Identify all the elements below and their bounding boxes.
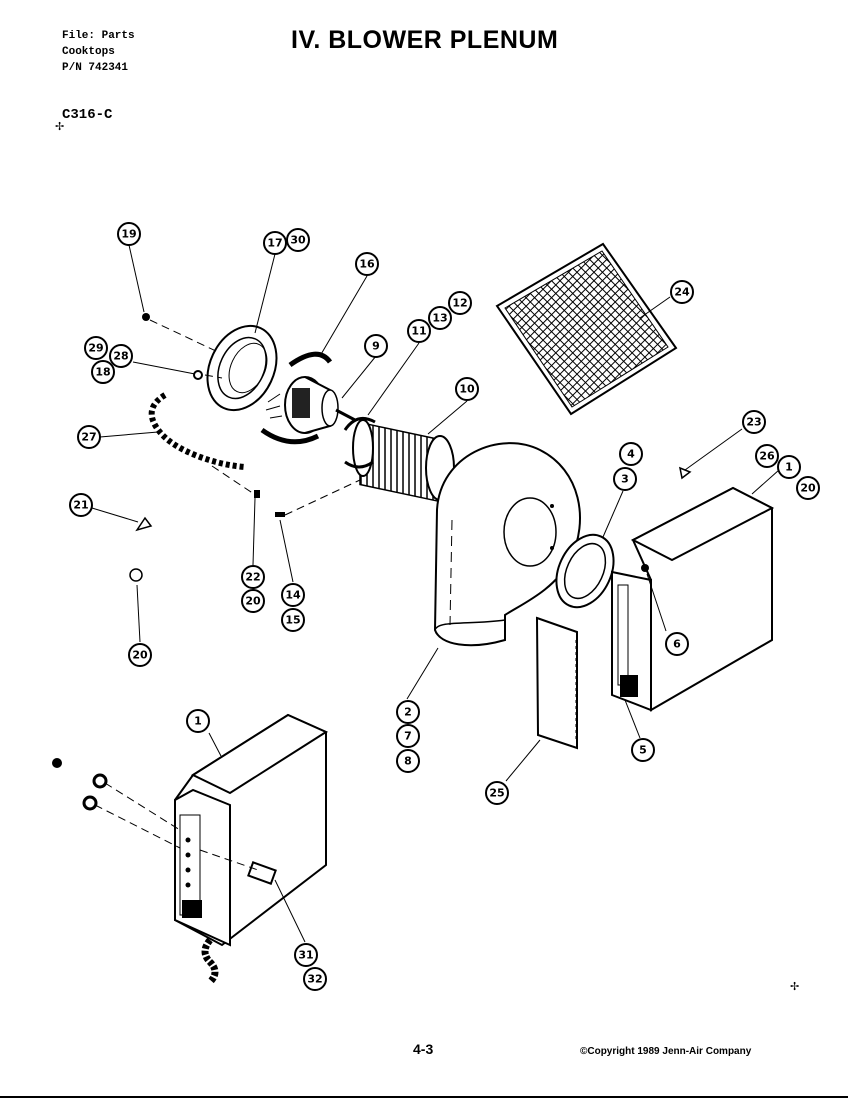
blower-housing [433, 442, 581, 647]
bottom-rule [0, 1096, 848, 1098]
callout-32: 32 [303, 967, 327, 991]
blower-motor [265, 376, 356, 434]
svg-text:6: 6 [673, 638, 681, 651]
svg-text:4: 4 [627, 448, 635, 461]
callout-22: 22 [241, 565, 265, 589]
svg-text:30: 30 [290, 234, 306, 247]
callout-27: 27 [77, 425, 101, 449]
category-line: Cooktops [62, 46, 115, 58]
svg-text:1: 1 [785, 461, 793, 474]
svg-text:8: 8 [404, 755, 412, 768]
svg-text:16: 16 [359, 258, 375, 271]
duct-box-left [174, 713, 329, 985]
callout-16: 16 [355, 252, 379, 276]
svg-text:1: 1 [194, 715, 202, 728]
svg-text:17: 17 [267, 237, 282, 250]
svg-text:28: 28 [113, 350, 128, 363]
callout-18: 18 [91, 360, 115, 384]
callout-13: 13 [428, 306, 452, 330]
document-header: File: Parts Cooktops P/N 742341 [62, 28, 135, 76]
callout-31: 31 [294, 943, 318, 967]
duct-box-right [611, 486, 775, 712]
svg-text:5: 5 [639, 744, 647, 757]
svg-text:7: 7 [404, 730, 412, 743]
svg-text:20: 20 [800, 482, 816, 495]
callout-21: 21 [69, 493, 93, 517]
callout-15: 15 [281, 608, 305, 632]
callout-12: 12 [448, 291, 472, 315]
svg-text:31: 31 [298, 949, 313, 962]
callout-23: 23 [742, 410, 766, 434]
svg-text:15: 15 [285, 614, 300, 627]
callout-20: 20 [128, 643, 152, 667]
svg-text:14: 14 [285, 589, 301, 602]
callout-7: 7 [396, 724, 420, 748]
callout-20: 20 [796, 476, 820, 500]
svg-text:11: 11 [411, 325, 426, 338]
callout-28: 28 [109, 344, 133, 368]
star-mark-icon: ✢ [55, 121, 65, 133]
gasket-ring [555, 533, 615, 609]
part-number-line: P/N 742341 [62, 62, 129, 74]
callout-17: 17 [263, 231, 287, 255]
callout-1: 1 [186, 709, 210, 733]
callout-10: 10 [455, 377, 479, 401]
svg-text:19: 19 [121, 228, 136, 241]
svg-text:24: 24 [674, 286, 690, 299]
callout-26: 26 [755, 444, 779, 468]
page-number: 4-3 [413, 1041, 434, 1057]
outlet-ring [206, 324, 278, 412]
blower-wheel [343, 416, 455, 503]
svg-text:20: 20 [132, 649, 148, 662]
svg-text:9: 9 [372, 340, 380, 353]
wire-harness [148, 392, 246, 470]
callout-14: 14 [281, 583, 305, 607]
page-title: IV. BLOWER PLENUM [291, 26, 559, 54]
motor-strap [260, 351, 333, 445]
callout-29: 29 [84, 336, 108, 360]
model-number: C316-C [62, 107, 113, 123]
callout-labels: 19 17 30 16 12 13 11 9 10 24 29 28 18 27… [69, 222, 820, 991]
svg-text:26: 26 [759, 450, 775, 463]
callout-20: 20 [241, 589, 265, 613]
copyright-notice: ©Copyright 1989 Jenn-Air Company [580, 1046, 752, 1057]
svg-text:25: 25 [489, 787, 504, 800]
cover-plate [535, 616, 578, 750]
svg-text:12: 12 [452, 297, 467, 310]
callout-9: 9 [364, 334, 388, 358]
callout-1: 1 [777, 455, 801, 479]
svg-text:20: 20 [245, 595, 261, 608]
svg-text:32: 32 [307, 973, 322, 986]
svg-text:27: 27 [81, 431, 96, 444]
callout-19: 19 [117, 222, 141, 246]
svg-text:10: 10 [459, 383, 475, 396]
svg-text:22: 22 [245, 571, 260, 584]
svg-text:18: 18 [95, 366, 110, 379]
callout-3: 3 [613, 467, 637, 491]
leader-lines [91, 244, 780, 943]
callout-25: 25 [485, 781, 509, 805]
callout-30: 30 [286, 228, 310, 252]
svg-text:29: 29 [88, 342, 103, 355]
callout-5: 5 [631, 738, 655, 762]
callout-2: 2 [396, 700, 420, 724]
callout-4: 4 [619, 442, 643, 466]
svg-text:13: 13 [432, 312, 447, 325]
svg-text:23: 23 [746, 416, 761, 429]
grease-filter [495, 242, 678, 416]
svg-text:21: 21 [73, 499, 88, 512]
callout-8: 8 [396, 749, 420, 773]
callout-24: 24 [670, 280, 694, 304]
svg-text:2: 2 [404, 706, 412, 719]
star-mark-icon: ✢ [790, 981, 800, 993]
hardware-fasteners [52, 313, 692, 811]
callout-6: 6 [665, 632, 689, 656]
file-line: File: Parts [62, 30, 135, 42]
assembly-lines [94, 319, 361, 871]
svg-text:3: 3 [621, 473, 629, 486]
callout-11: 11 [407, 319, 431, 343]
